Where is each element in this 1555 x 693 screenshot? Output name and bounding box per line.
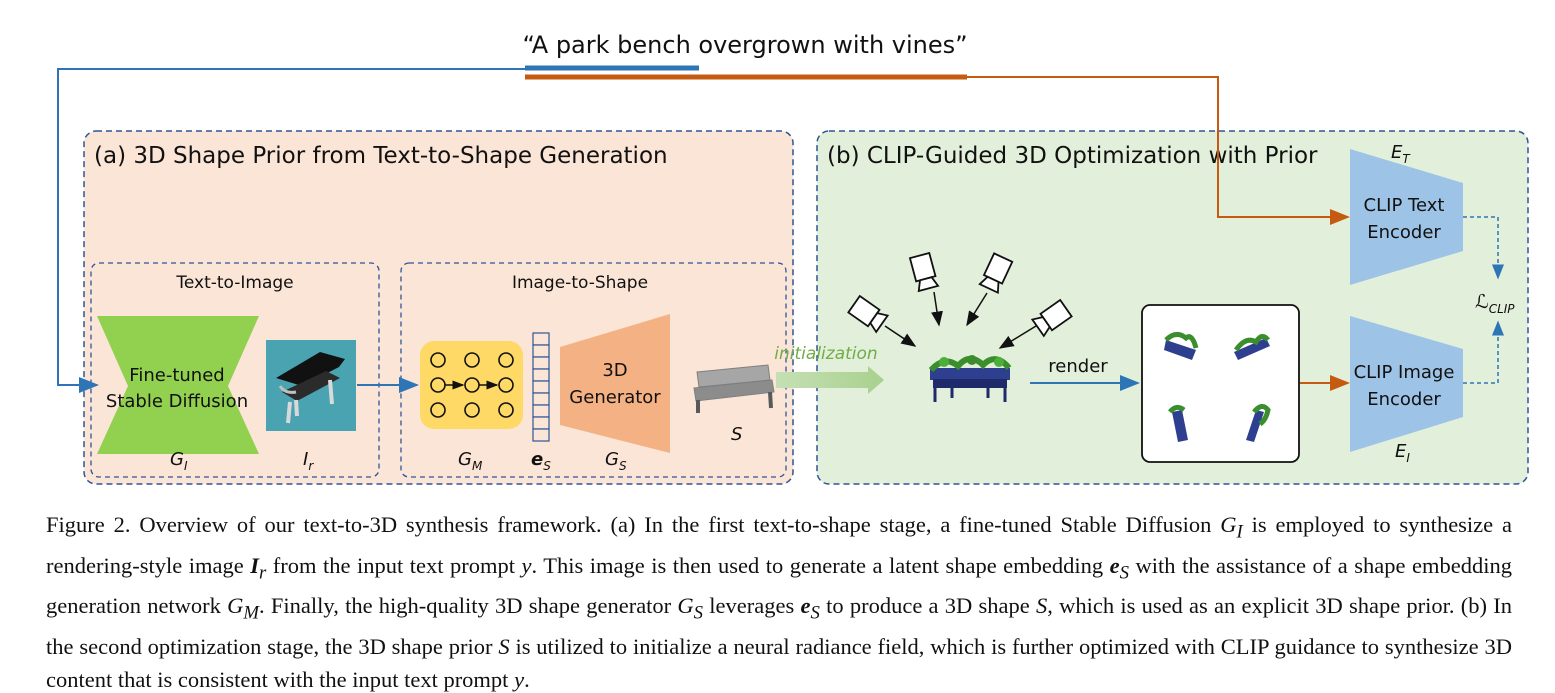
camera-icon — [847, 294, 890, 334]
diffusion-label-line1: Fine-tuned — [129, 365, 224, 386]
symbol-es: eS — [531, 449, 551, 473]
shape-embedding-vector — [532, 332, 550, 442]
image-encoder-to-loss — [1463, 320, 1504, 384]
symbol-s: S — [731, 424, 742, 445]
camera-ray — [998, 325, 1037, 349]
rendered-view — [1164, 332, 1199, 360]
framework-diagram: “A park bench overgrown with vines” (a) … — [57, 31, 1529, 485]
generator-label-line2: Generator — [569, 387, 661, 408]
image-to-shape-title: Image-to-Shape — [512, 273, 648, 293]
image-encoder-line1: CLIP Image — [1354, 362, 1455, 383]
text-to-image-box — [90, 262, 380, 478]
text-encoder-line1: CLIP Text — [1364, 195, 1445, 216]
symbol-ir: Ir — [303, 449, 314, 473]
clip-loss-symbol: ℒCLIP — [1475, 291, 1515, 316]
3d-generator-block — [560, 314, 670, 453]
symbol-et: ET — [1391, 142, 1411, 166]
shape-prior-bench — [693, 364, 775, 413]
camera-ray — [966, 292, 988, 327]
rendered-view — [1246, 404, 1271, 442]
prompt-to-text-encoder-line — [967, 76, 1350, 225]
render-label: render — [1048, 356, 1108, 377]
camera-ray — [931, 291, 943, 327]
generator-label-line1: 3D — [602, 360, 627, 381]
figure-caption: Figure 2. Overview of our text-to-3D syn… — [46, 512, 1513, 692]
prompt-to-diffusion-line — [57, 68, 525, 393]
initialization-label: initialization — [774, 344, 877, 364]
symbol-ei: EI — [1395, 441, 1410, 465]
shape-embedding-network — [420, 341, 523, 429]
text-prompt: “A park bench overgrown with vines” — [522, 31, 967, 59]
rendered-image — [266, 340, 356, 431]
symbol-gi: GI — [170, 449, 188, 473]
panel-b-title: (b) CLIP-Guided 3D Optimization with Pri… — [827, 143, 1318, 169]
vine-bench-3d — [928, 355, 1012, 402]
symbol-gs: GS — [605, 449, 627, 473]
image-encoder-line2: Encoder — [1367, 389, 1441, 410]
clip-image-encoder — [1350, 316, 1463, 452]
rendered-view — [1168, 404, 1188, 442]
symbol-gm: GM — [458, 449, 483, 473]
text-to-image-title: Text-to-Image — [175, 273, 293, 293]
rendered-view — [1233, 334, 1270, 360]
camera-icon — [978, 252, 1014, 295]
panel-a-title: (a) 3D Shape Prior from Text-to-Shape Ge… — [94, 143, 668, 169]
image-to-shape-box — [400, 262, 787, 478]
camera-icon — [908, 251, 940, 293]
text-encoder-line2: Encoder — [1367, 222, 1441, 243]
clip-text-encoder — [1350, 149, 1463, 285]
camera-icon — [1030, 298, 1073, 338]
camera-ray — [884, 325, 917, 347]
text-encoder-to-loss — [1463, 216, 1504, 280]
initialization-arrow — [776, 366, 884, 394]
stable-diffusion-block — [97, 316, 259, 454]
rendered-views-box — [1141, 304, 1300, 463]
diffusion-label-line2: Stable Diffusion — [106, 391, 248, 412]
